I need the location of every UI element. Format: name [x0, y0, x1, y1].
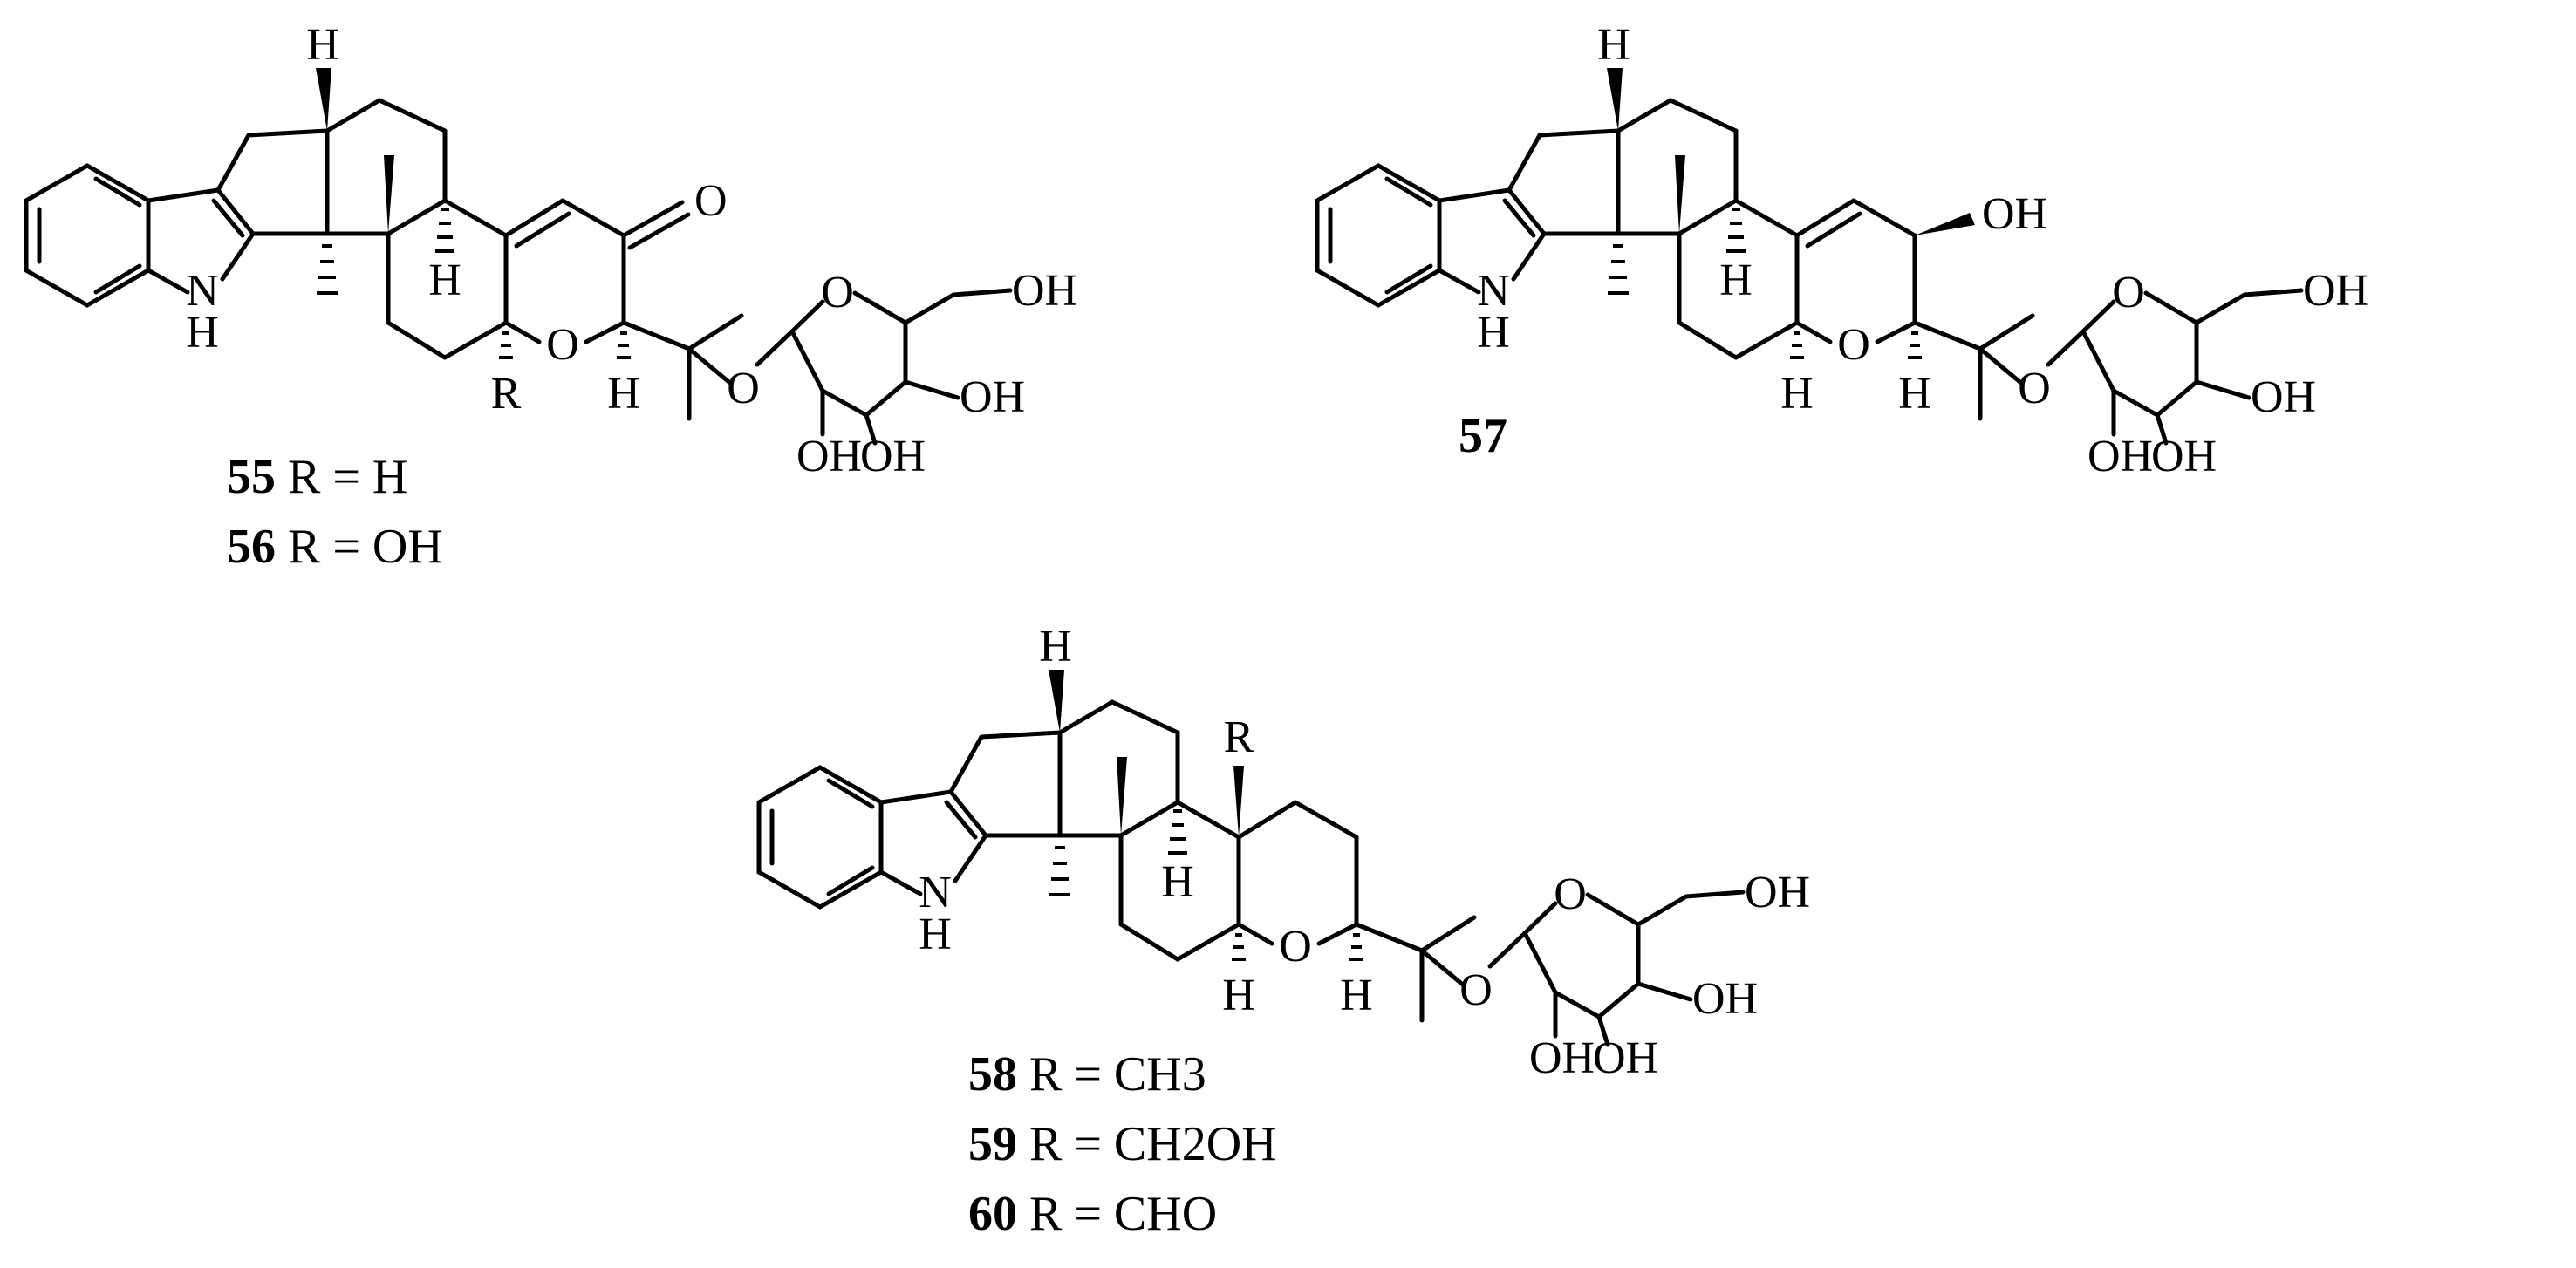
- r-substituent-label: R: [491, 369, 522, 419]
- pyran-o-label: O: [546, 320, 579, 370]
- compound-60-label: 60 R = CHO: [968, 1187, 1217, 1241]
- atom-h-label: H: [1780, 369, 1814, 419]
- atom-h-label: H: [1340, 971, 1373, 1020]
- glycoside-o-label: O: [727, 364, 760, 413]
- compound-57-label: 57: [1459, 409, 1507, 463]
- compound-56-label: 56 R = OH: [227, 520, 443, 574]
- atom-h-label: H: [1222, 971, 1255, 1020]
- carbonyl-o-label: O: [694, 176, 728, 226]
- compound-58-label: 58 R = CH3: [968, 1047, 1206, 1101]
- glycoside-o-label: O: [1459, 965, 1493, 1015]
- atom-h-label: H: [1898, 369, 1931, 419]
- compound-55-label: 55 R = H: [227, 450, 407, 504]
- compound-57-structure: OH O H H O: [1317, 20, 2368, 481]
- compound-58-60-structure: R O H H O: [759, 622, 1810, 1083]
- pyran-o-label: O: [1279, 922, 1312, 971]
- compound-59-label: 59 R = CH2OH: [968, 1117, 1277, 1171]
- compound-55-56-structure: O O R H O: [26, 20, 1077, 481]
- pyran-o-label: O: [1837, 320, 1870, 370]
- glycoside-o-label: O: [2018, 364, 2051, 413]
- hydroxyl-label: OH: [1982, 189, 2047, 239]
- r-substituent-label: R: [1224, 712, 1254, 762]
- atom-h-label: H: [607, 369, 640, 419]
